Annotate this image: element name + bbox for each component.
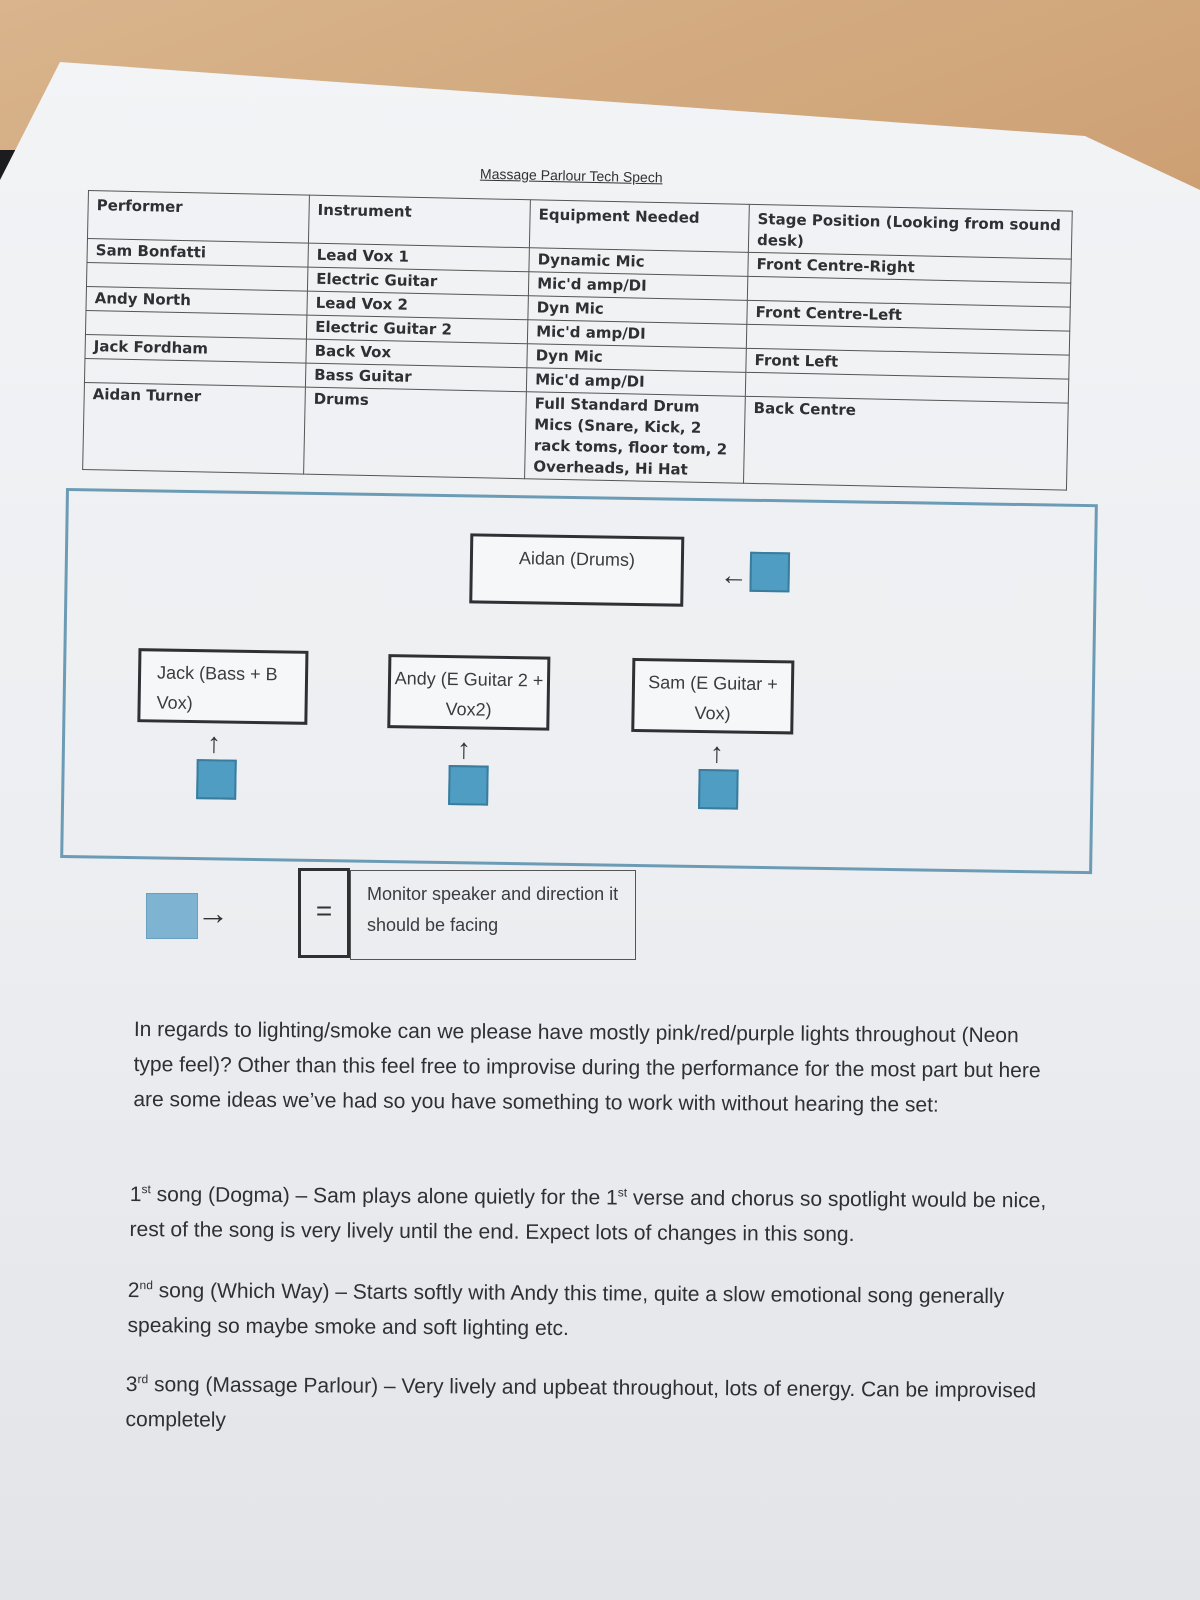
legend-description: Monitor speaker and direction it should … (350, 870, 636, 960)
song-number: 3 (125, 1372, 138, 1397)
cell-performer: Aidan Turner (82, 382, 306, 475)
tech-spec-table: Performer Instrument Equipment Needed St… (82, 190, 1073, 491)
header-stage-position: Stage Position (Looking from sound desk) (748, 204, 1073, 260)
stage-plot: Aidan (Drums) ← Jack (Bass + B Vox) ↑ An… (60, 488, 1098, 875)
song-number: 1 (129, 1182, 142, 1207)
legend-speaker-icon (146, 893, 198, 939)
up-arrow-icon: ↑ (456, 733, 472, 765)
cell-instrument: Drums (303, 387, 527, 479)
monitor-speaker-icon (196, 759, 237, 800)
song-text: song (Dogma) – Sam plays alone quietly f… (150, 1183, 618, 1210)
ordinal-suffix: nd (139, 1278, 153, 1293)
monitor-speaker-icon (698, 768, 739, 810)
andy-position-box: Andy (E Guitar 2 + Vox2) (387, 654, 551, 731)
song-number: 2 (127, 1278, 140, 1303)
up-arrow-icon: ↑ (206, 727, 222, 759)
cell-equipment: Full Standard Drum Mics (Snare, Kick, 2 … (524, 391, 746, 484)
ordinal-suffix: st (141, 1182, 151, 1197)
jack-position-box: Jack (Bass + B Vox) (137, 648, 309, 725)
sam-position-box: Sam (E Guitar + Vox) (631, 657, 795, 735)
song-3-paragraph: 3rd song (Massage Parlour) – Very lively… (125, 1362, 1056, 1443)
up-arrow-icon: ↑ (709, 737, 725, 769)
ordinal-suffix: rd (137, 1372, 149, 1387)
monitor-speaker-icon (749, 551, 791, 593)
legend-equals-box: = (298, 868, 350, 958)
song-2-paragraph: 2nd song (Which Way) – Starts softly wit… (127, 1268, 1058, 1349)
drums-position-box: Aidan (Drums) (469, 533, 685, 607)
lighting-intro-paragraph: In regards to lighting/smoke can we plea… (133, 1017, 1041, 1117)
ordinal-suffix: st (617, 1185, 628, 1200)
right-arrow-icon: → (197, 895, 229, 931)
header-performer: Performer (87, 190, 310, 244)
header-equipment: Equipment Needed (529, 199, 750, 253)
header-instrument: Instrument (308, 195, 531, 248)
cell-position: Back Centre (743, 396, 1069, 491)
song-1-paragraph: 1st song (Dogma) – Sam plays alone quiet… (129, 1172, 1060, 1253)
left-arrow-icon: ← (719, 559, 748, 591)
document-title: Massage Parlour Tech Spech (479, 165, 663, 186)
monitor-speaker-icon (448, 765, 489, 806)
song-text: song (Massage Parlour) – Very lively and… (125, 1373, 1037, 1432)
song-text: song (Which Way) – Starts softly with An… (127, 1279, 1005, 1341)
